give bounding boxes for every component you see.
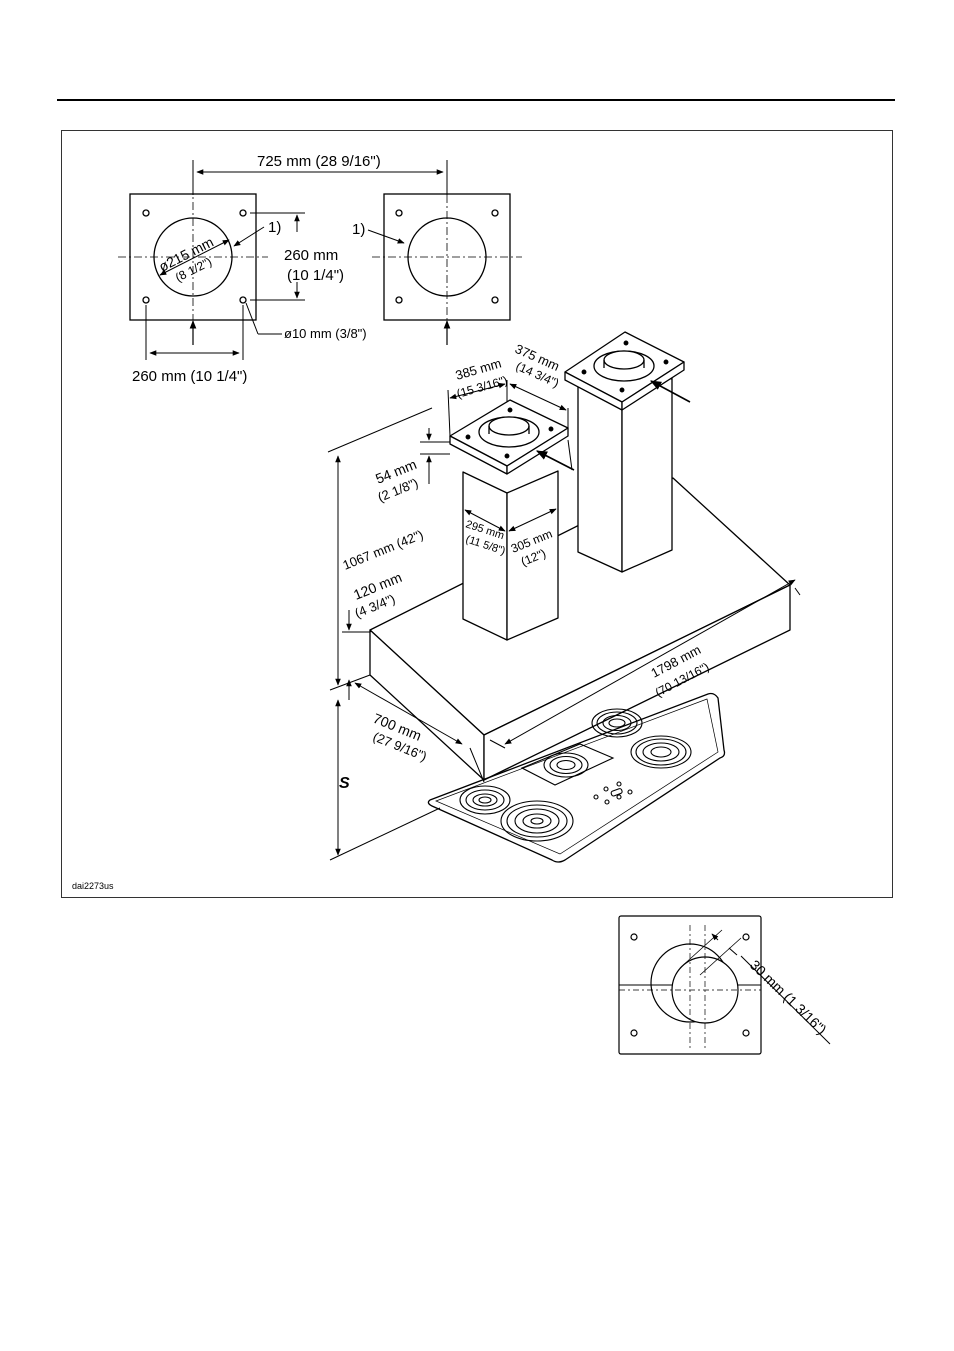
chimney-right (565, 332, 684, 572)
offset-plate (619, 916, 830, 1054)
push-arrow-left (537, 451, 574, 470)
hole-spacing-h-label: 260 mm (10 1/4") (132, 368, 247, 385)
note-marker-left: 1) (268, 219, 281, 236)
hole-spacing-horizontal-dim (146, 305, 243, 360)
plate-spacing-label: 725 mm (28 9/16") (257, 153, 381, 170)
right-mounting-plate (372, 194, 522, 345)
hole-spacing-v-label: 260 mm (284, 247, 338, 264)
total-height-label: 1067 mm (42") (341, 527, 426, 573)
hole-diameter-label: ø10 mm (3/8") (284, 326, 367, 341)
hole-spacing-v-inch-label: (10 1/4") (287, 267, 344, 284)
figure-code: dai2273us (72, 881, 114, 891)
body-height-dim (342, 610, 370, 700)
pointer-note-left (234, 227, 264, 246)
pointer-note-right (368, 230, 404, 243)
top-plate-height-dim (420, 428, 450, 484)
clearance-symbol: S (339, 775, 350, 792)
note-marker-right: 1) (352, 221, 365, 238)
